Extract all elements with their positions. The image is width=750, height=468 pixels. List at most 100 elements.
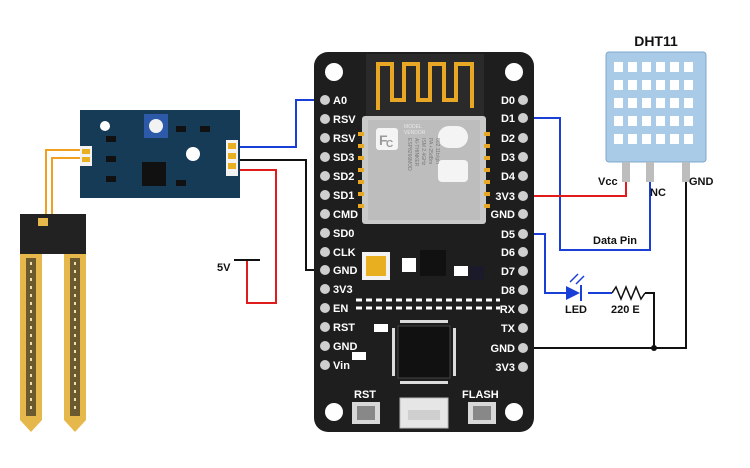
- fc-logo: F C: [376, 128, 398, 150]
- resistor-label: 220 E: [611, 304, 640, 316]
- dht11-vent: [628, 134, 637, 144]
- svg-text:3V3: 3V3: [495, 362, 515, 374]
- chip-small-3: [454, 266, 468, 276]
- svg-text:3V3: 3V3: [495, 191, 515, 203]
- dht11-grid: [614, 62, 693, 144]
- dht11-vent: [670, 116, 679, 126]
- svg-text:GND: GND: [491, 209, 516, 221]
- pin-cmd: CMD: [320, 209, 358, 221]
- pin-d2: D2: [501, 133, 528, 145]
- pin-3v3: 3V3: [495, 362, 528, 374]
- mount-hole: [505, 403, 523, 421]
- soil-sensor-module: [80, 110, 240, 198]
- supply-label: 5V: [217, 262, 231, 274]
- pin-d0: D0: [501, 95, 528, 107]
- svg-text:3V3: 3V3: [333, 284, 353, 296]
- dht11-vent: [614, 116, 623, 126]
- dht11-vent: [684, 116, 693, 126]
- rst-button-label: RST: [354, 389, 376, 401]
- dht11-vent: [670, 98, 679, 108]
- svg-text:D6: D6: [501, 247, 515, 259]
- usb-chip: [397, 325, 451, 379]
- dht11-vcc-label: Vcc: [598, 176, 618, 188]
- pin-a0: A0: [320, 95, 347, 107]
- svg-text:RST: RST: [333, 322, 355, 334]
- module-pads: [358, 132, 490, 208]
- module-text-block: ESP8266MOD AI-THINKER ISM 2.4GHz PA +25d…: [406, 138, 440, 171]
- svg-text:SD2: SD2: [333, 171, 354, 183]
- dht11-vent: [628, 80, 637, 90]
- module-line-3: AI-THINKER: [413, 138, 419, 167]
- svg-text:GND: GND: [333, 265, 358, 277]
- svg-text:TX: TX: [501, 323, 516, 335]
- mount-hole: [186, 147, 200, 161]
- dht11-vent: [684, 98, 693, 108]
- module-line-5: PA +25dBm: [427, 138, 433, 164]
- module-line-6: 802.11b/g/n: [434, 138, 440, 164]
- pin-d7: D7: [501, 266, 528, 278]
- dht11-vent: [684, 134, 693, 144]
- mount-hole: [505, 63, 523, 81]
- pin-clk: CLK: [320, 247, 356, 259]
- pin-d8: D8: [501, 285, 528, 297]
- pin-3v3: 3V3: [495, 191, 528, 203]
- wifi-logo: [438, 160, 468, 182]
- pin-rx: RX: [500, 304, 528, 316]
- wire-probe-1: [45, 149, 86, 214]
- dht11-title: DHT11: [634, 33, 678, 49]
- dht11-vent: [656, 80, 665, 90]
- chip-small-4: [470, 266, 484, 280]
- wire-resistor-gnd: [645, 292, 655, 348]
- pin-rst: RST: [320, 322, 355, 334]
- svg-text:D8: D8: [501, 285, 515, 297]
- svg-text:D4: D4: [501, 171, 516, 183]
- antenna-trace: [376, 62, 474, 110]
- right-pin-header: D0 D1 D2 D3 D4 3V3 GND D5 D6 D7 D8 RX TX…: [491, 95, 528, 374]
- dht11-vent: [628, 116, 637, 126]
- module-line-0: MODEL: [404, 124, 422, 130]
- module-line-4: ISM 2.4GHz: [420, 138, 426, 166]
- left-pin-header: A0 RSV RSV SD3 SD2 SD1 CMD SD0 CLK GND 3…: [320, 95, 358, 372]
- dht11-vent: [656, 116, 665, 126]
- pin-d6: D6: [501, 247, 528, 259]
- wire-gnd-right: [529, 165, 687, 349]
- svg-text:CLK: CLK: [333, 247, 356, 259]
- pin-rsv: RSV: [320, 133, 356, 145]
- pin-gnd: GND: [320, 341, 358, 353]
- pin-tx: TX: [501, 323, 528, 335]
- svg-text:GND: GND: [491, 343, 516, 355]
- dht11-gnd-label: GND: [689, 176, 714, 188]
- mount-hole: [325, 63, 343, 81]
- dht11-vent: [614, 134, 623, 144]
- chip-small-1: [402, 258, 416, 272]
- dht11-vent: [642, 62, 651, 72]
- smd-parts: [106, 126, 210, 186]
- mount-hole: [100, 121, 110, 131]
- svg-text:A0: A0: [333, 95, 347, 107]
- supply-5v: 5V: [217, 259, 260, 274]
- junction-dot: [651, 345, 657, 351]
- svg-text:GND: GND: [333, 341, 358, 353]
- pin-d3: D3: [501, 152, 528, 164]
- pin-gnd: GND: [491, 343, 528, 355]
- resistor: 220 E: [611, 285, 646, 316]
- svg-text:CMD: CMD: [333, 209, 358, 221]
- dht11-vent: [614, 62, 623, 72]
- dht11-vent: [684, 62, 693, 72]
- svg-text:RSV: RSV: [333, 114, 356, 126]
- usb-chip-pins: [392, 320, 456, 384]
- svg-text:SD1: SD1: [333, 190, 354, 202]
- dht11-vent: [614, 98, 623, 108]
- dht11-vent: [670, 80, 679, 90]
- svg-text:C: C: [386, 139, 393, 150]
- dht11-vent: [642, 116, 651, 126]
- soil-probe: [20, 214, 86, 432]
- dht11-vent: [670, 62, 679, 72]
- svg-text:D3: D3: [501, 152, 515, 164]
- pin-d4: D4: [501, 171, 528, 183]
- mount-hole: [325, 403, 343, 421]
- led-label: LED: [565, 304, 587, 316]
- svg-text:Vin: Vin: [333, 360, 350, 372]
- svg-text:SD0: SD0: [333, 228, 354, 240]
